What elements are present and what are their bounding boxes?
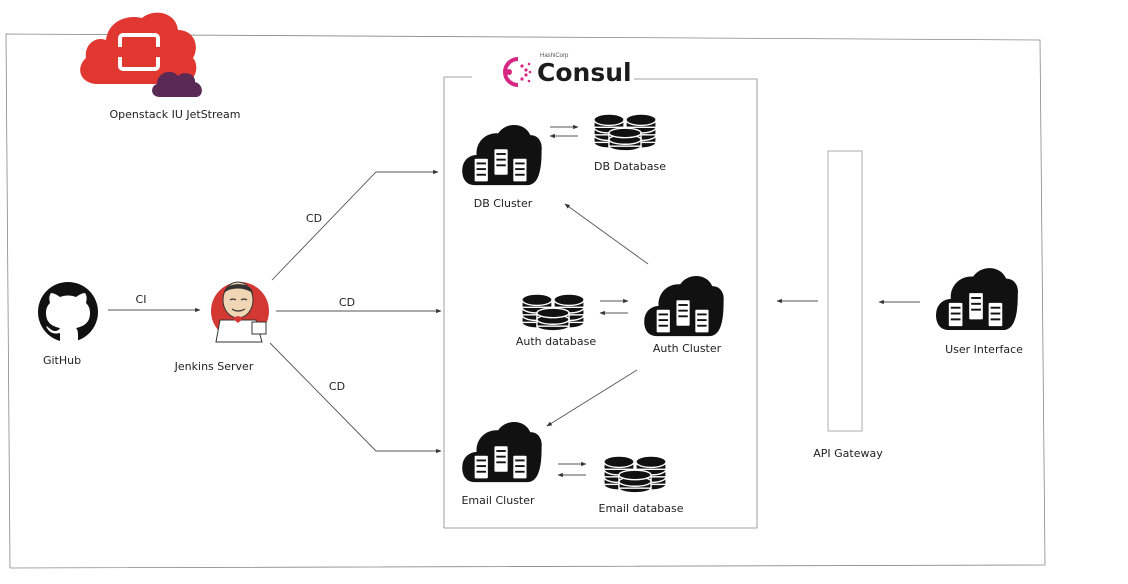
auth-database-label: Auth database — [515, 335, 597, 348]
edge-cd-email-label: CD — [328, 380, 346, 393]
edge-cd-auth-label: CD — [338, 296, 356, 309]
edge-cd-db — [271, 169, 439, 281]
email-database-icon — [603, 455, 667, 494]
edge-ci-label: CI — [135, 293, 147, 306]
auth-cluster-icon[interactable] — [644, 275, 724, 337]
db-database-label: DB Database — [594, 160, 666, 173]
edge-cd-db-label: CD — [305, 212, 323, 225]
edge-cd-email — [269, 342, 442, 454]
edge-auth-to-db — [564, 203, 649, 265]
outer-frame — [5, 33, 1046, 569]
db-database-icon — [593, 113, 657, 152]
auth-cluster-label: Auth Cluster — [652, 342, 722, 355]
github-icon — [38, 282, 98, 343]
user-interface-label: User Interface — [945, 343, 1023, 356]
db-cluster-icon[interactable] — [462, 124, 542, 186]
email-database-label: Email database — [598, 502, 684, 515]
openstack-logo — [80, 12, 202, 97]
api-gateway-label: API Gateway — [813, 447, 883, 460]
auth-database-icon — [521, 293, 585, 332]
edge-auth-to-email — [546, 369, 638, 427]
openstack-label: Openstack IU JetStream — [109, 108, 241, 121]
jenkins-icon — [211, 281, 269, 343]
consul-frame — [443, 76, 758, 529]
db-cluster-label: DB Cluster — [473, 197, 533, 210]
user-interface-icon[interactable] — [936, 268, 1018, 331]
api-gateway-bar[interactable] — [827, 150, 863, 432]
email-cluster-label: Email Cluster — [461, 494, 535, 507]
consul-brand: Consul — [537, 58, 632, 87]
consul-logo — [503, 57, 532, 87]
jenkins-label: Jenkins Server — [174, 360, 254, 373]
email-cluster-icon[interactable] — [462, 421, 542, 483]
consul-tagline: HashiCorp — [540, 53, 569, 59]
github-label: GitHub — [42, 354, 82, 367]
